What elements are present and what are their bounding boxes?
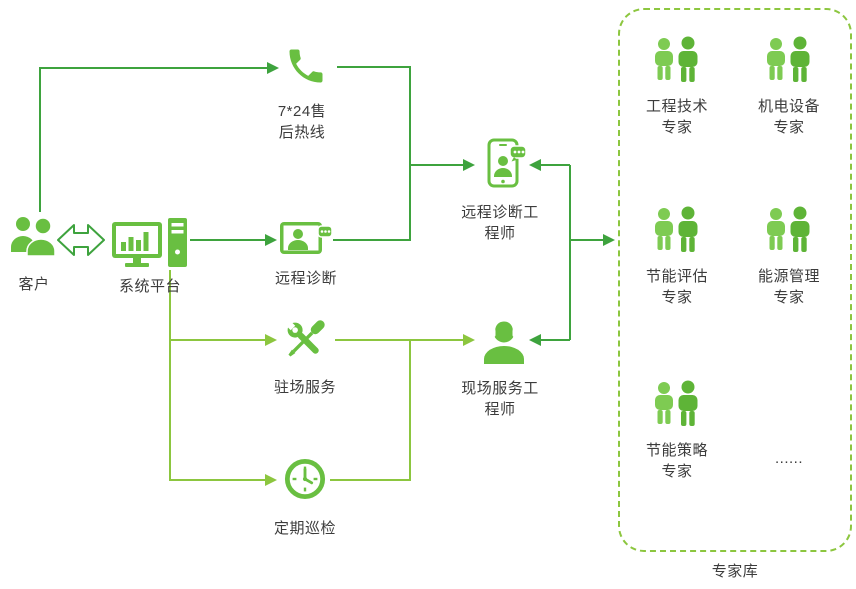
monitor-server-icon xyxy=(112,216,188,270)
smartphone-person-chat-icon xyxy=(486,138,526,188)
more-experts-ellipsis: ...... xyxy=(774,450,803,467)
clock-icon xyxy=(284,458,326,500)
expert-pool-title: 专家库 xyxy=(711,563,759,580)
two-people-icon xyxy=(10,212,58,266)
people-group-icon xyxy=(762,36,816,86)
inspection-label: 定期巡检 xyxy=(273,520,336,537)
expert-label: 工程技术 专家 xyxy=(645,98,708,136)
crossed-tools-icon xyxy=(282,318,328,362)
expert-label: 能源管理 专家 xyxy=(757,268,820,306)
phone-icon xyxy=(284,44,328,88)
expert-label: 节能策略 专家 xyxy=(645,442,708,480)
people-group-icon xyxy=(650,380,704,430)
field-engineer-label: 现场服务工 程师 xyxy=(461,380,539,418)
remote-engineer-label: 远程诊断工 程师 xyxy=(461,204,539,242)
platform-label: 系统平台 xyxy=(118,278,181,295)
screen-person-chat-icon xyxy=(280,220,332,264)
people-group-icon xyxy=(650,36,704,86)
onsite-service-label: 驻场服务 xyxy=(273,379,336,396)
hotline-label: 7*24售 后热线 xyxy=(277,103,327,141)
remote-diagnosis-label: 远程诊断 xyxy=(274,270,337,287)
people-group-icon xyxy=(762,206,816,256)
expert-label: 机电设备 专家 xyxy=(757,98,820,136)
expert-label: 节能评估 专家 xyxy=(645,268,708,306)
customer-label: 客户 xyxy=(18,276,50,293)
expert-pool-box xyxy=(618,8,852,552)
headset-person-icon xyxy=(482,316,526,364)
people-group-icon xyxy=(650,206,704,256)
bidirectional-arrow-icon xyxy=(57,224,105,256)
